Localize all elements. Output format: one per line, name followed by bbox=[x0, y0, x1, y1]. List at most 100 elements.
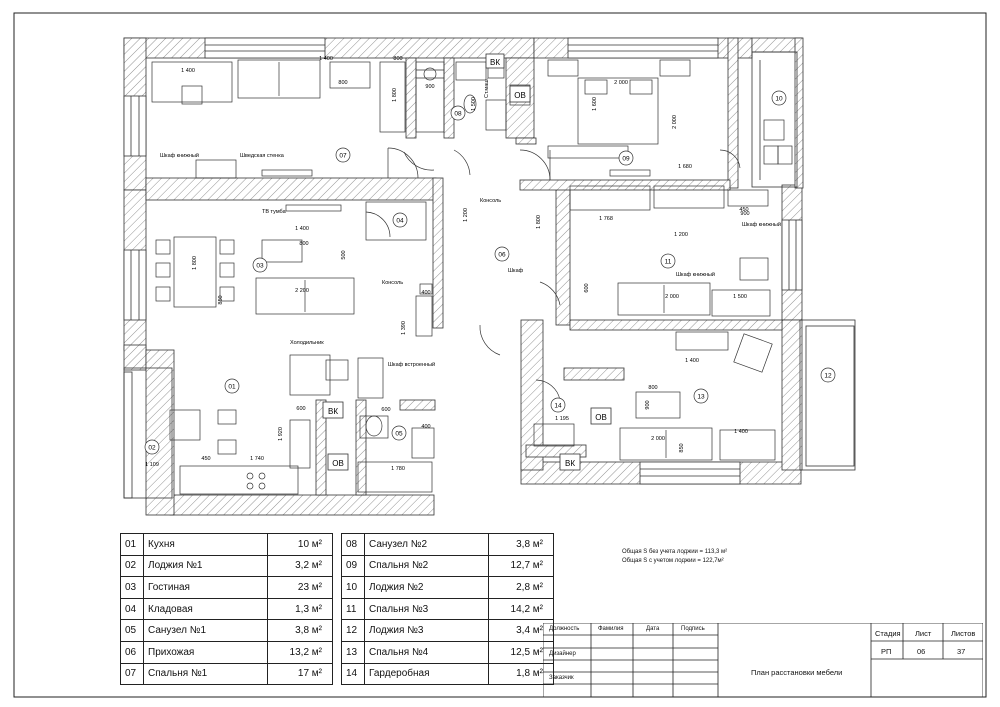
sheet-border bbox=[13, 12, 987, 698]
ov-label: ОВ bbox=[514, 91, 526, 100]
room-name: Лоджия №3 bbox=[364, 619, 489, 642]
room-area: 23 м² bbox=[267, 576, 333, 599]
dimension-label: 2 000 bbox=[672, 115, 678, 129]
dimension-label: 600 bbox=[381, 407, 390, 413]
room-marker-number: 10 bbox=[775, 96, 783, 103]
room-marker-number: 07 bbox=[339, 153, 347, 160]
room-marker-circle bbox=[335, 147, 351, 163]
sheets-value: 37 bbox=[957, 647, 966, 656]
room-number: 11 bbox=[341, 597, 365, 621]
console-label: Консоль bbox=[480, 198, 501, 204]
col-date: Дата bbox=[646, 626, 660, 632]
room-marker-number: 12 bbox=[824, 373, 832, 380]
dimension-label: 1 680 bbox=[678, 164, 692, 170]
room-name: Лоджия №2 bbox=[364, 576, 489, 599]
room-area: 2,8 м² bbox=[488, 576, 554, 599]
dimension-label: 1 800 bbox=[392, 88, 398, 102]
vk-label: ВК bbox=[328, 407, 338, 416]
dimension-label: 900 bbox=[645, 400, 651, 409]
room-name: Санузел №1 bbox=[143, 619, 268, 642]
room-marker-circle bbox=[820, 367, 836, 383]
room-number: 09 bbox=[341, 554, 365, 578]
dimension-label: 800 bbox=[393, 56, 402, 62]
furniture-labels: Шкаф книжный Шведская стенка ТВ тумба Ко… bbox=[160, 77, 781, 368]
col-position: Должность bbox=[549, 626, 580, 632]
dimension-label: 1 400 bbox=[319, 56, 333, 62]
room-marker-circle bbox=[144, 439, 160, 455]
dimension-label: 1 800 bbox=[192, 256, 198, 270]
fridge-label: Холодильник bbox=[290, 340, 324, 346]
riser-boxes bbox=[322, 53, 612, 471]
dimension-label: 800 bbox=[338, 80, 347, 86]
room-number: 08 bbox=[341, 533, 365, 556]
dimension-label: 1 400 bbox=[685, 358, 699, 364]
room-marker-circle bbox=[550, 397, 566, 413]
room-area: 12,7 м² bbox=[488, 554, 554, 578]
room-name: Санузел №2 bbox=[364, 533, 489, 556]
room-area: 13,2 м² bbox=[267, 640, 333, 664]
room-marker-circle bbox=[392, 212, 408, 228]
dimension-label: 1 200 bbox=[674, 232, 688, 238]
room-number: 06 bbox=[120, 640, 144, 664]
dimension-label: 600 bbox=[584, 283, 590, 292]
room-marker-circle bbox=[391, 425, 407, 441]
room-number: 12 bbox=[341, 619, 365, 642]
stage-value: РП bbox=[881, 647, 892, 656]
washing-machine-label: Ст.маш. bbox=[484, 77, 490, 98]
dimension-label: 1 200 bbox=[463, 208, 469, 222]
room-area: 14,2 м² bbox=[488, 597, 554, 621]
dimension-label: 850 bbox=[218, 295, 224, 304]
room-marker-number: 01 bbox=[228, 384, 236, 391]
dimension-label: 450 bbox=[739, 207, 748, 213]
room-name: Спальня №4 bbox=[364, 640, 489, 664]
room-name: Спальня №2 bbox=[364, 554, 489, 578]
room-marker-number: 05 bbox=[395, 431, 403, 438]
room-name: Лоджия №1 bbox=[143, 554, 268, 578]
wardrobe-label: Шкаф bbox=[508, 268, 524, 274]
wardrobe-builtin-label: Шкаф встроенный bbox=[388, 361, 435, 368]
dimension-label: 2 200 bbox=[295, 288, 309, 294]
room-marker-circle bbox=[693, 388, 709, 404]
vk-label: ВК bbox=[490, 58, 500, 67]
console-label-2: Консоль bbox=[382, 280, 403, 286]
dimension-label: 450 bbox=[201, 456, 210, 462]
wardrobe-books-label-3: Шкаф книжный bbox=[742, 221, 781, 228]
room-marker-number: 04 bbox=[396, 218, 404, 225]
dimension-label: 1 400 bbox=[295, 226, 309, 232]
col-surname: Фамилия bbox=[598, 626, 624, 632]
dimension-label: 2 000 bbox=[614, 80, 628, 86]
stage-label: Стадия bbox=[875, 629, 901, 638]
dimension-label: 850 bbox=[679, 443, 685, 452]
room-marker-number: 02 bbox=[148, 445, 156, 452]
dimension-label: 1 109 bbox=[145, 462, 159, 468]
dimension-label: 1 600 bbox=[592, 97, 598, 111]
room-marker-circle bbox=[224, 378, 240, 394]
sheet-value: 06 bbox=[917, 647, 926, 656]
room-marker-number: 06 bbox=[498, 252, 506, 259]
ov-label: ОВ bbox=[595, 413, 607, 422]
room-number: 01 bbox=[120, 533, 144, 556]
room-marker-number: 03 bbox=[256, 263, 264, 270]
room-marker-number: 11 bbox=[665, 259, 672, 266]
dimension-label: 1 400 bbox=[181, 68, 195, 74]
wardrobe-books-label: Шкаф книжный bbox=[160, 152, 199, 159]
dimension-label: 1 740 bbox=[250, 456, 264, 462]
title-block-grid bbox=[543, 623, 983, 697]
room-marker-circle bbox=[252, 257, 268, 273]
room-area: 3,8 м² bbox=[488, 533, 554, 556]
furniture bbox=[151, 59, 793, 495]
room-area: 1,3 м² bbox=[267, 597, 333, 621]
dimension-label: 1 780 bbox=[391, 466, 405, 472]
room-area: 3,2 м² bbox=[267, 554, 333, 578]
